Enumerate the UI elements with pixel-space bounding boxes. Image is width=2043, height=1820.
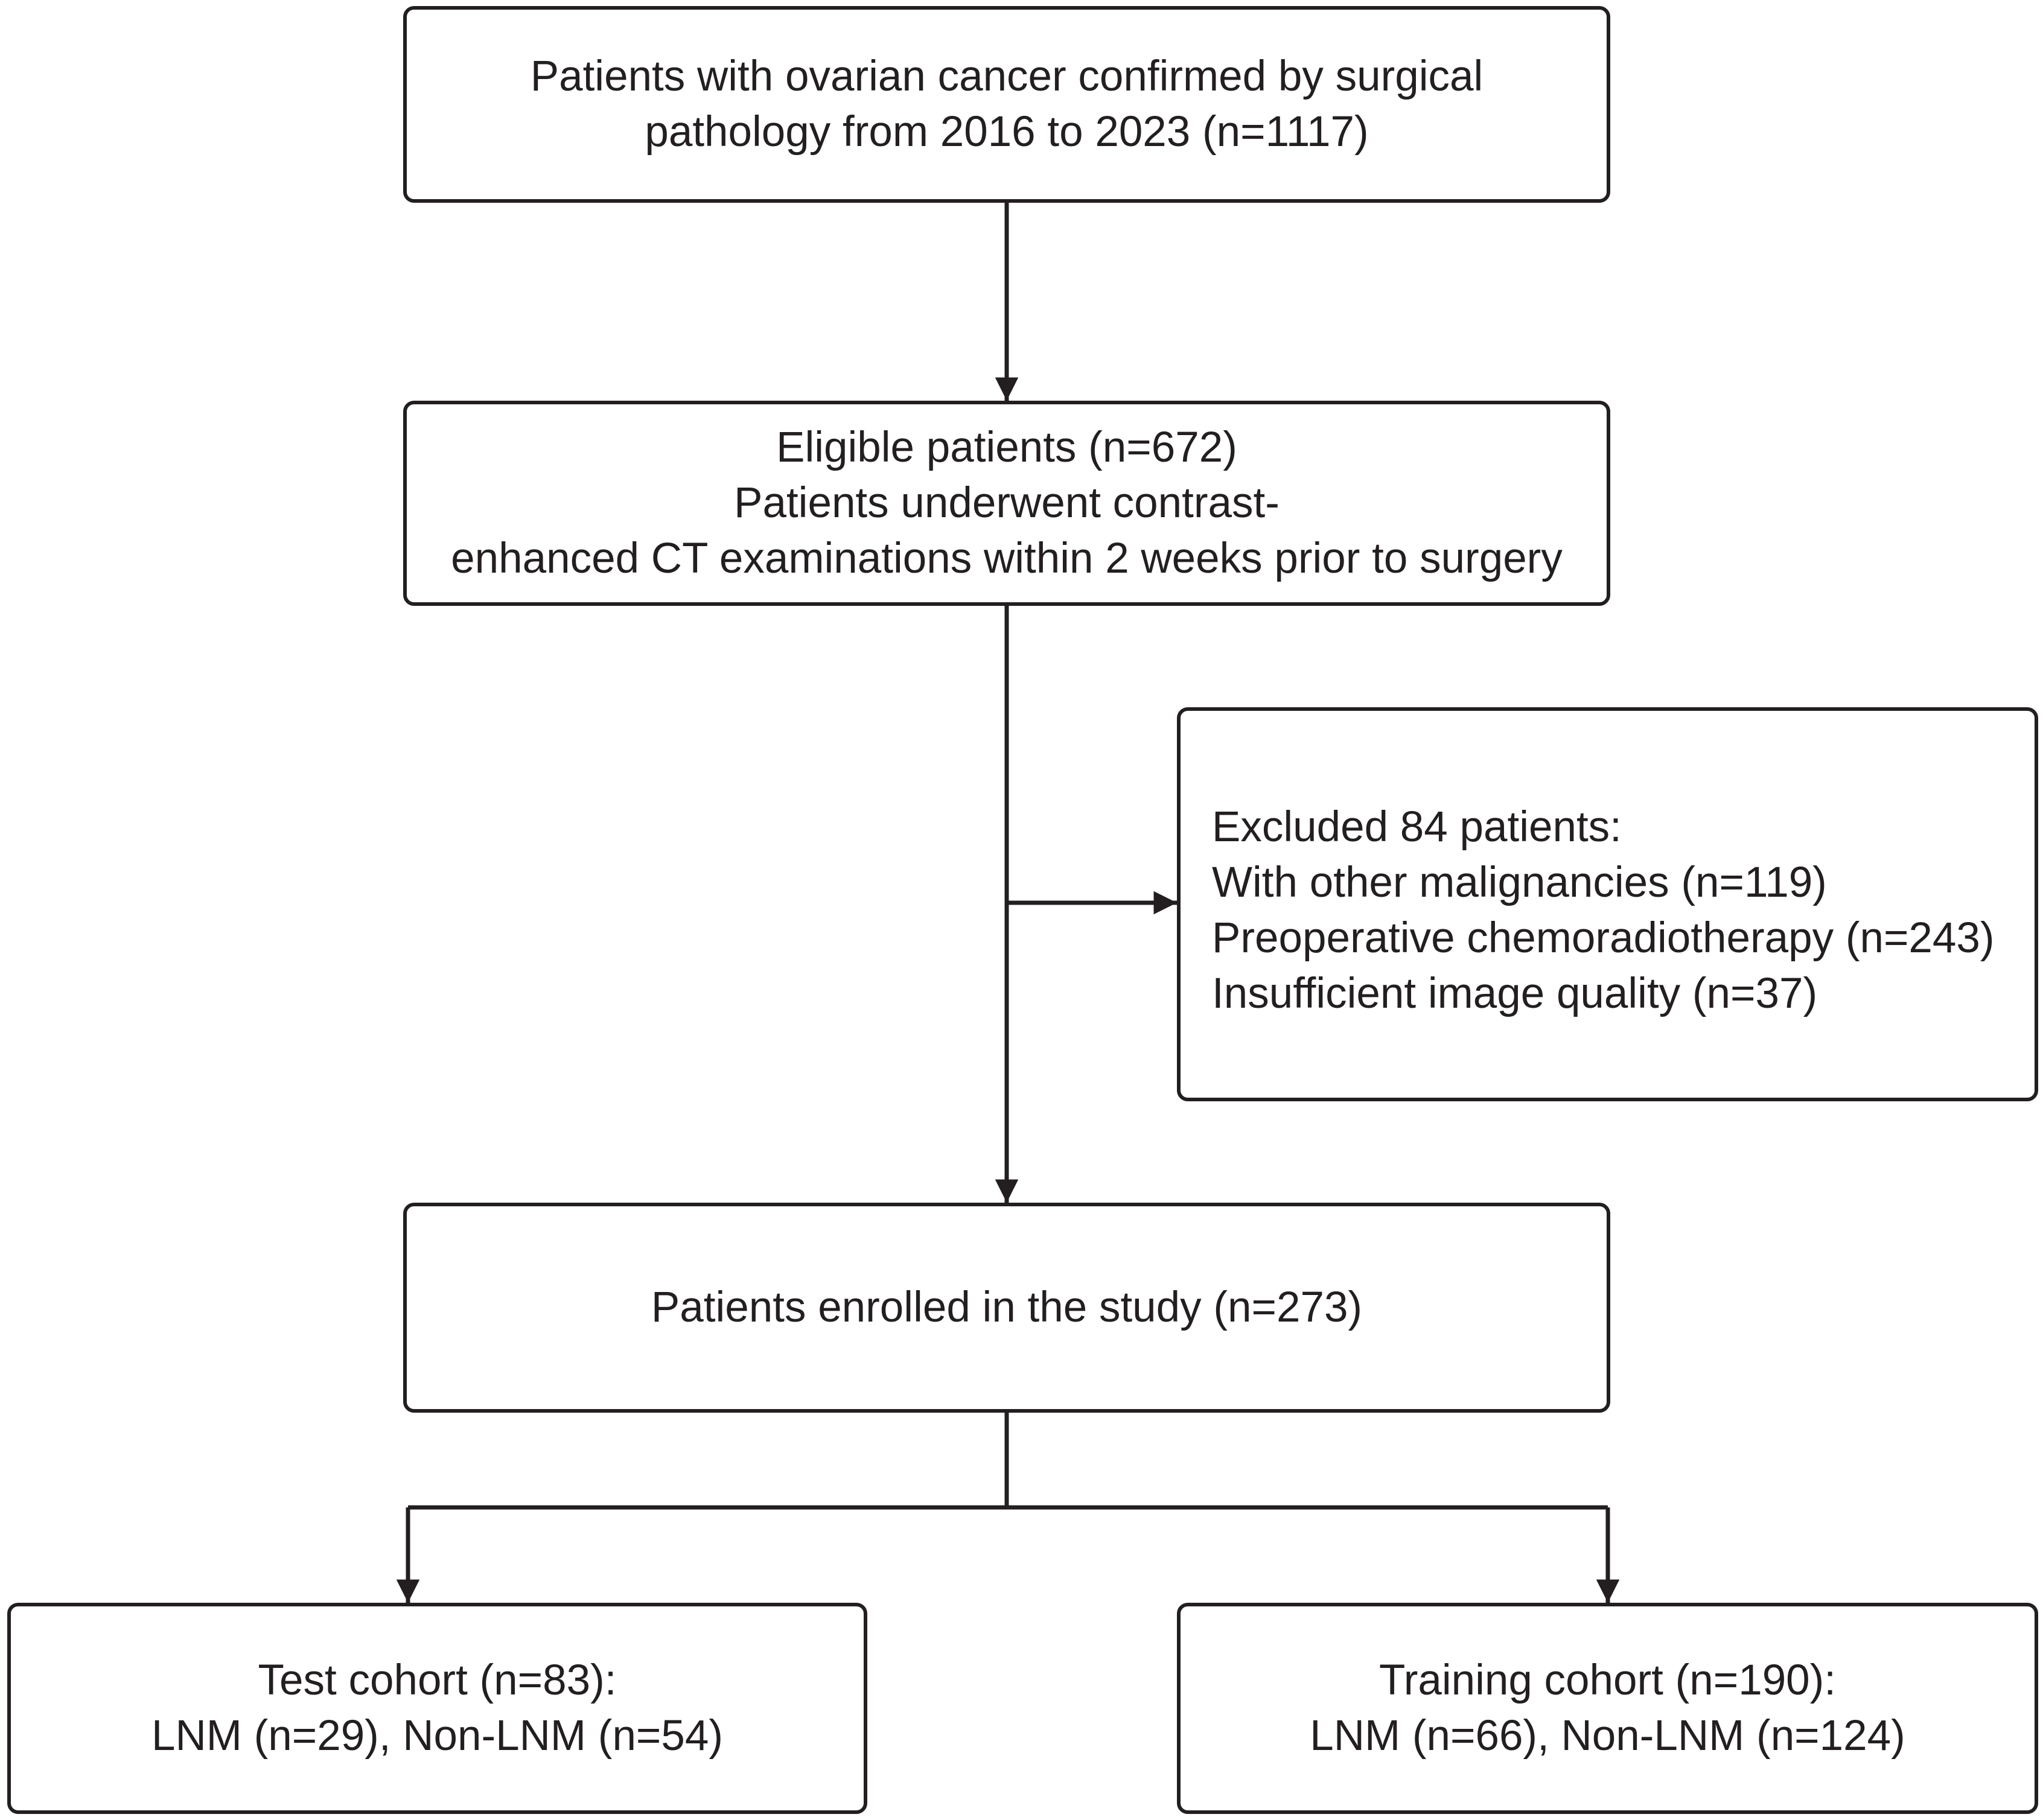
enrolled-line-1: Patients enrolled in the study (n=273) [651, 1284, 1363, 1331]
test-cohort-line-2: LNM (n=29), Non-LNM (n=54) [151, 1712, 724, 1760]
source-line-1: Patients with ovarian cancer confirmed b… [530, 52, 1484, 100]
excluded-title: Excluded 84 patients: [1212, 803, 1622, 851]
training-cohort-line-1: Training cohort (n=190): [1378, 1656, 1837, 1704]
excluded-reason-chemoradiotherapy: Preoperative chemoradiotherapy (n=243) [1212, 914, 1995, 962]
training-cohort-box: Training cohort (n=190): LNM (n=66), Non… [1177, 1603, 2038, 1814]
test-cohort-box: Test cohort (n=83): LNM (n=29), Non-LNM … [7, 1603, 867, 1814]
eligible-line-3: enhanced CT examinations within 2 weeks … [451, 535, 1563, 582]
eligible-patients-box: Eligible patients (n=672) Patients under… [403, 401, 1610, 606]
eligible-line-1: Eligible patients (n=672) [776, 424, 1237, 471]
excluded-patients-box: Excluded 84 patients: With other maligna… [1177, 707, 2038, 1101]
test-cohort-line-1: Test cohort (n=83): [258, 1656, 617, 1704]
training-cohort-line-2: LNM (n=66), Non-LNM (n=124) [1310, 1712, 1905, 1760]
source-patients-box: Patients with ovarian cancer confirmed b… [403, 6, 1610, 203]
eligible-line-2: Patients underwent contrast- [734, 479, 1280, 527]
source-line-2: pathology from 2016 to 2023 (n=1117) [645, 108, 1369, 156]
excluded-reason-other-malignancies: With other malignancies (n=119) [1212, 858, 1827, 906]
excluded-reason-image-quality: Insufficient image quality (n=37) [1212, 969, 1818, 1017]
enrolled-patients-box: Patients enrolled in the study (n=273) [403, 1203, 1610, 1413]
